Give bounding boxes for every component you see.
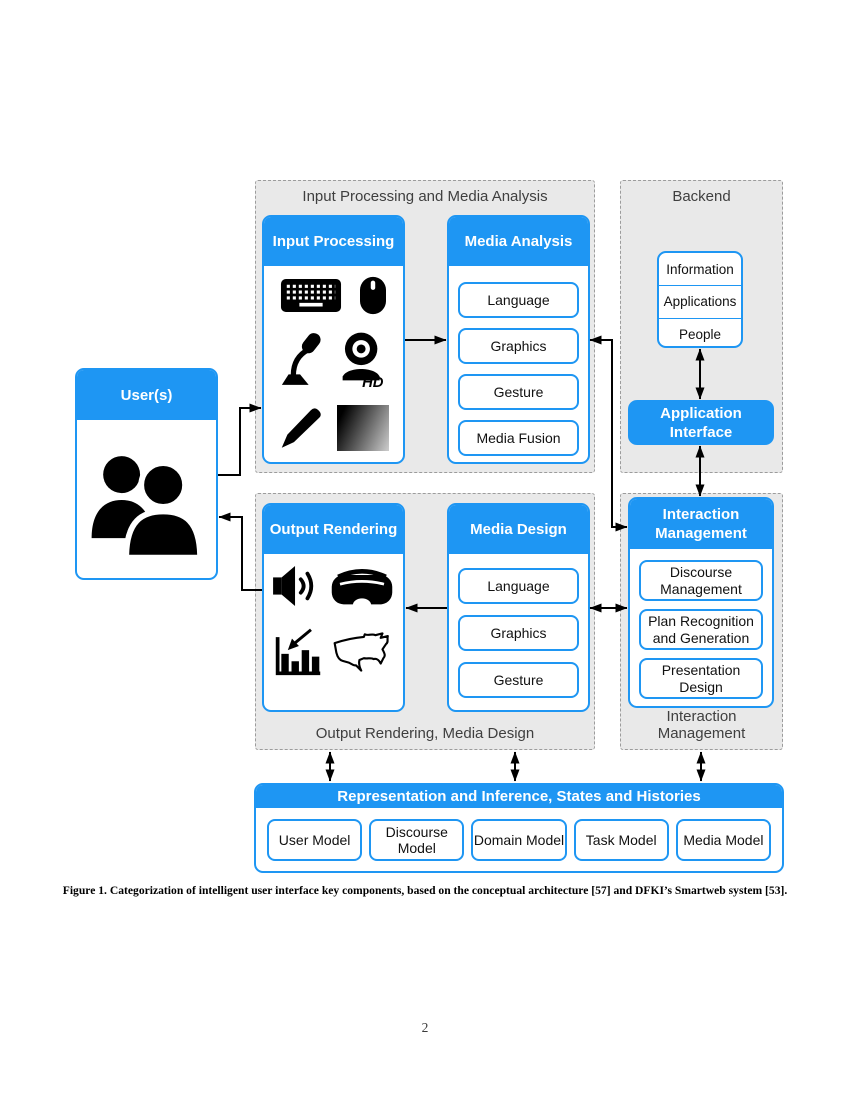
figure-caption: Figure 1. Categorization of intelligent … (62, 884, 788, 897)
media-design-title: Media Design (449, 505, 588, 554)
list-item: Graphics (458, 328, 579, 364)
output-rendering-title: Output Rendering (264, 505, 403, 554)
list-item: Language (458, 568, 579, 604)
model-box: Domain Model (471, 818, 567, 861)
speaker-icon (272, 565, 320, 607)
zone-title-input: Input Processing and Media Analysis (302, 188, 548, 205)
mouse-icon (359, 276, 387, 315)
interaction-management-card: Interaction Management Discourse Managem… (628, 497, 774, 708)
gradient-swatch-icon (337, 405, 389, 451)
model-box: User Model (267, 818, 363, 861)
webcam-hd-badge: HD (362, 375, 384, 389)
vr-headset-icon (329, 564, 395, 608)
list-item: Presentation Design (639, 658, 763, 699)
backend-stack: Information Applications People (657, 251, 743, 348)
usa-map-icon (332, 631, 394, 673)
zone-title-backend: Backend (672, 188, 731, 205)
media-analysis-title: Media Analysis (449, 217, 588, 266)
media-design-body: Language Graphics Gesture (449, 554, 588, 698)
list-item: Graphics (458, 615, 579, 651)
representation-title: Representation and Inference, States and… (256, 785, 782, 808)
media-design-card: Media Design Language Graphics Gesture (447, 503, 590, 712)
zone-title-output: Output Rendering, Media Design (315, 725, 535, 742)
media-analysis-body: Language Graphics Gesture Media Fusion (449, 266, 588, 456)
list-item: Media Fusion (458, 420, 579, 456)
input-processing-body: HD (264, 266, 403, 451)
user-card-title: User(s) (77, 370, 216, 420)
interaction-management-title: Interaction Management (630, 499, 772, 549)
application-interface-card: Application Interface (628, 400, 774, 445)
list-item: Plan Recognition and Generation (639, 609, 763, 650)
bar-chart-icon (273, 626, 323, 678)
representation-bar: Representation and Inference, States and… (254, 783, 784, 873)
model-box: Media Model (675, 818, 772, 861)
user-card: User(s) (75, 368, 218, 580)
list-item: Gesture (458, 662, 579, 698)
interaction-management-body: Discourse Management Plan Recognition an… (630, 549, 772, 699)
pen-icon (278, 405, 323, 451)
list-item: People (659, 317, 741, 346)
list-item: Language (458, 282, 579, 318)
list-item: Discourse Management (639, 560, 763, 601)
input-processing-title: Input Processing (264, 217, 403, 266)
page-number: 2 (421, 1020, 429, 1035)
webcam-icon: HD (338, 331, 388, 389)
output-rendering-card: Output Rendering (262, 503, 405, 712)
output-rendering-body (264, 554, 403, 678)
users-icon (87, 445, 207, 555)
list-item: Applications (659, 285, 741, 317)
representation-body: User Model Discourse Model Domain Model … (256, 808, 782, 871)
keyboard-icon (280, 276, 342, 315)
media-analysis-card: Media Analysis Language Graphics Gesture… (447, 215, 590, 464)
microphone-icon (279, 332, 323, 388)
list-item: Information (666, 261, 734, 277)
model-box: Task Model (573, 818, 669, 861)
list-item: Gesture (458, 374, 579, 410)
user-card-body (77, 420, 216, 578)
zone-title-interaction: Interaction Management (657, 708, 746, 742)
input-processing-card: Input Processing (262, 215, 405, 464)
model-box: Discourse Model (369, 818, 465, 861)
